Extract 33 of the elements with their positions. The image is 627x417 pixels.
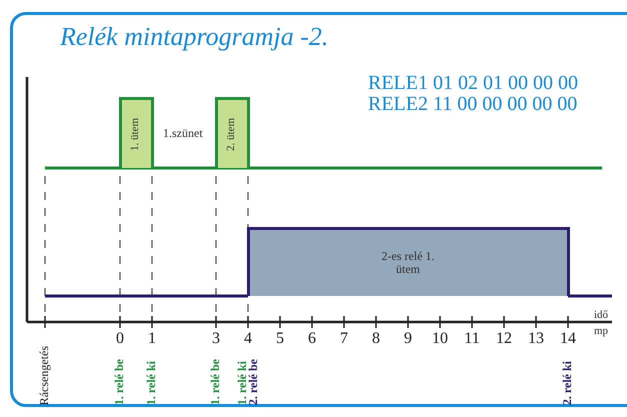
signal-pulse	[118, 97, 154, 168]
signal-pulse	[246, 227, 570, 296]
tick-label: 7	[339, 331, 349, 347]
tick-label: 13	[527, 331, 545, 347]
tick-label: 3	[211, 331, 221, 347]
program-code: RELE1 01 02 01 00 00 00	[368, 73, 578, 93]
tick-label: 9	[403, 331, 413, 347]
event-label: 2. relé ki	[561, 360, 573, 405]
event-label: 2. relé be	[247, 358, 259, 405]
event-label: 1. relé ki	[236, 360, 248, 405]
pause-label: 1.szünet	[163, 127, 203, 139]
diagram-title: Relék mintaprogramja -2.	[60, 22, 328, 52]
axis-label: mp	[594, 326, 608, 337]
event-label: Rácsengetés	[38, 346, 50, 405]
event-label: 1. relé be	[209, 358, 221, 405]
tick-label: 0	[115, 331, 125, 347]
pulse-label: 2. ütem	[226, 118, 238, 150]
tick-label: 5	[275, 331, 285, 347]
tick-label: 11	[463, 331, 481, 347]
signal-pulse	[214, 97, 250, 168]
tick-label: 10	[431, 331, 449, 347]
program-code: RELE2 11 00 00 00 00 00	[368, 94, 578, 114]
pulse-label: 2-es relé 1. ütem	[380, 250, 436, 276]
axis-label: idő	[594, 310, 608, 321]
event-label: 1. relé be	[113, 358, 125, 405]
tick-label: 8	[371, 331, 381, 347]
tick-label: 1	[147, 331, 157, 347]
tick-label: 14	[559, 331, 577, 347]
tick-label: 12	[495, 331, 513, 347]
tick-label: 4	[243, 331, 253, 347]
event-label: 1. relé ki	[145, 360, 157, 405]
tick-label: 6	[307, 331, 317, 347]
pulse-label: 1. ütem	[130, 118, 142, 150]
